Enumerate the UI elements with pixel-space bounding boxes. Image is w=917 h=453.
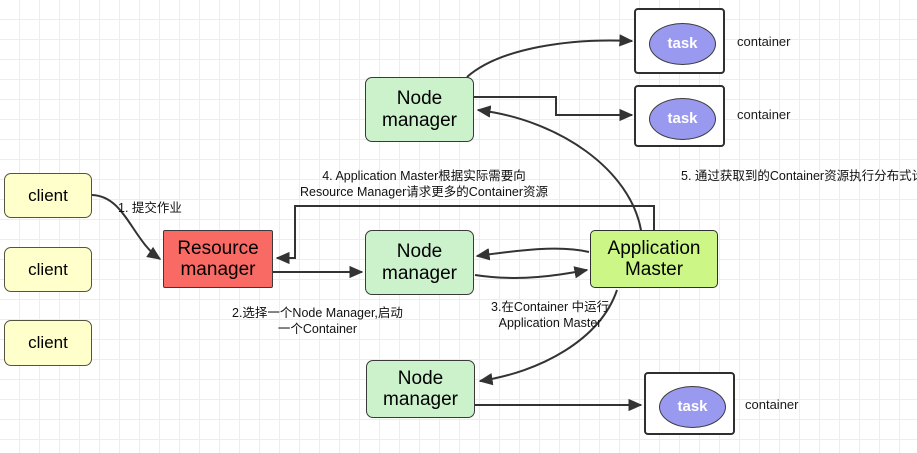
- step-3-line-2: Application Master: [498, 316, 602, 330]
- resource-manager-line-2: manager: [180, 259, 256, 280]
- step-4-label: 4. Application Master根据实际需要向 Resource Ma…: [300, 168, 548, 200]
- node-manager-top-label: Node manager: [382, 88, 457, 131]
- edge-node-manager-to-application-master: [474, 266, 589, 279]
- node-manager-bottom-line-1: Node: [397, 367, 444, 389]
- edge-top-node-manager-to-task-2: [473, 96, 634, 122]
- client-box-2[interactable]: client: [4, 247, 92, 292]
- step-3-line-1: 3.在Container 中运行: [491, 300, 610, 314]
- container-caption-1: container: [737, 34, 791, 49]
- client-label-2: client: [28, 259, 68, 279]
- step-1-label: 1. 提交作业: [118, 201, 182, 215]
- resource-manager-box[interactable]: Resource manager: [163, 230, 273, 288]
- node-manager-box-top[interactable]: Node manager: [365, 77, 474, 142]
- task-label-2: task: [667, 109, 698, 127]
- container-box-1[interactable]: task: [634, 8, 725, 74]
- node-manager-top-line-2: manager: [382, 109, 457, 131]
- resource-manager-line-1: Resource: [177, 237, 259, 259]
- client-box-1[interactable]: client: [4, 173, 92, 218]
- client-label-3: client: [28, 333, 68, 353]
- node-manager-middle-line-2: manager: [382, 262, 457, 284]
- task-label-3: task: [677, 397, 708, 415]
- task-ellipse-1[interactable]: task: [649, 23, 716, 65]
- node-manager-box-bottom[interactable]: Node manager: [366, 360, 475, 418]
- client-label-1: client: [28, 185, 68, 205]
- node-manager-middle-label: Node manager: [382, 241, 457, 284]
- step-4-line-1: 4. Application Master根据实际需要向: [322, 169, 526, 183]
- application-master-box[interactable]: Application Master: [590, 230, 718, 288]
- node-manager-bottom-line-2: manager: [383, 389, 458, 410]
- task-label-1: task: [667, 34, 698, 52]
- container-box-3[interactable]: task: [644, 372, 735, 435]
- step-2-line-2: 一个Container: [277, 322, 358, 336]
- container-caption-3: container: [745, 397, 799, 412]
- node-manager-top-line-1: Node: [396, 88, 443, 110]
- edge-top-node-manager-to-task-1: [466, 34, 634, 78]
- step-3-label: 3.在Container 中运行 Application Master: [491, 299, 609, 331]
- container-caption-2: container: [737, 107, 791, 122]
- node-manager-bottom-label: Node manager: [383, 368, 458, 411]
- step-2-label: 2.选择一个Node Manager,启动 一个Container: [232, 305, 403, 337]
- container-box-2[interactable]: task: [634, 85, 725, 147]
- application-master-line-1: Application: [607, 237, 701, 259]
- step-2-line-1: 2.选择一个Node Manager,启动: [232, 306, 403, 320]
- task-ellipse-2[interactable]: task: [649, 98, 716, 140]
- application-master-label: Application Master: [608, 238, 701, 281]
- task-ellipse-3[interactable]: task: [659, 386, 726, 428]
- node-manager-box-middle[interactable]: Node manager: [365, 230, 474, 295]
- client-box-3[interactable]: client: [4, 320, 92, 366]
- step-4-line-2: Resource Manager请求更多的Container资源: [300, 185, 549, 199]
- node-manager-middle-line-1: Node: [396, 241, 443, 263]
- step-5-label: 5. 通过获取到的Container资源执行分布式计算: [681, 169, 917, 183]
- application-master-line-2: Master: [624, 259, 684, 280]
- resource-manager-label: Resource manager: [177, 238, 258, 281]
- edge-application-master-to-node-manager: [475, 247, 590, 261]
